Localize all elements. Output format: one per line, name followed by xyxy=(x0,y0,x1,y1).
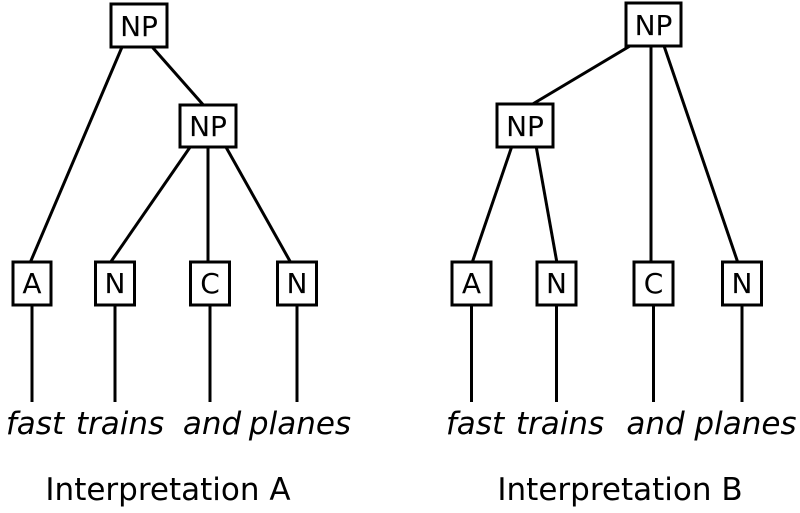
caption-interpretation-a: Interpretation A xyxy=(45,472,290,508)
label-a-root-np: NP xyxy=(120,10,158,43)
node-box-b-n1 xyxy=(535,260,578,307)
edge-a-subnp-to-n1 xyxy=(108,139,197,264)
node-box-a-n1 xyxy=(94,260,136,307)
node-box-b-n2 xyxy=(721,260,763,307)
label-a-n1: N xyxy=(105,267,126,300)
word-a-trains: trains xyxy=(76,406,164,442)
word-b-trains: trains xyxy=(516,406,604,442)
caption-interpretation-b: Interpretation B xyxy=(497,472,742,508)
word-b-fast: fast xyxy=(446,406,506,442)
word-b-and: and xyxy=(626,406,685,442)
label-a-c: C xyxy=(200,267,220,300)
label-b-n2: N xyxy=(732,267,753,300)
label-b-root-np: NP xyxy=(635,9,673,42)
edge-a-root-to-adj xyxy=(28,39,127,264)
node-box-b-root-np xyxy=(624,1,683,48)
node-box-b-sub-np xyxy=(495,102,555,149)
node-box-a-adj xyxy=(11,260,53,307)
edge-b-subnp-to-adj xyxy=(470,139,516,264)
node-box-b-c xyxy=(632,260,675,307)
label-b-sub-np: NP xyxy=(506,110,544,143)
tree-interpretation-b: NP NP A N C N fast trains and planes Int… xyxy=(446,1,797,508)
label-a-adj: A xyxy=(22,267,41,300)
node-box-a-c xyxy=(189,260,231,307)
label-b-adj: A xyxy=(462,267,481,300)
edge-b-root-to-n2 xyxy=(660,39,740,264)
word-a-planes: planes xyxy=(248,406,351,442)
label-a-n2: N xyxy=(287,267,308,300)
label-b-n1: N xyxy=(546,267,567,300)
edge-b-subnp-to-n1 xyxy=(533,139,559,264)
word-b-planes: planes xyxy=(693,406,796,442)
node-box-a-root-np xyxy=(109,2,169,49)
label-a-sub-np: NP xyxy=(189,110,227,143)
edge-a-subnp-to-n2 xyxy=(220,139,293,264)
node-box-a-sub-np xyxy=(178,103,238,149)
edge-a-root-to-subnp xyxy=(144,39,208,109)
node-box-a-n2 xyxy=(276,260,318,307)
label-b-c: C xyxy=(644,267,664,300)
word-a-fast: fast xyxy=(6,406,66,442)
word-a-and: and xyxy=(183,406,242,442)
node-box-b-adj xyxy=(450,260,493,307)
edge-b-root-to-subnp xyxy=(525,38,641,110)
tree-interpretation-a: NP NP A N C N fast trains and planes Int… xyxy=(6,2,351,508)
